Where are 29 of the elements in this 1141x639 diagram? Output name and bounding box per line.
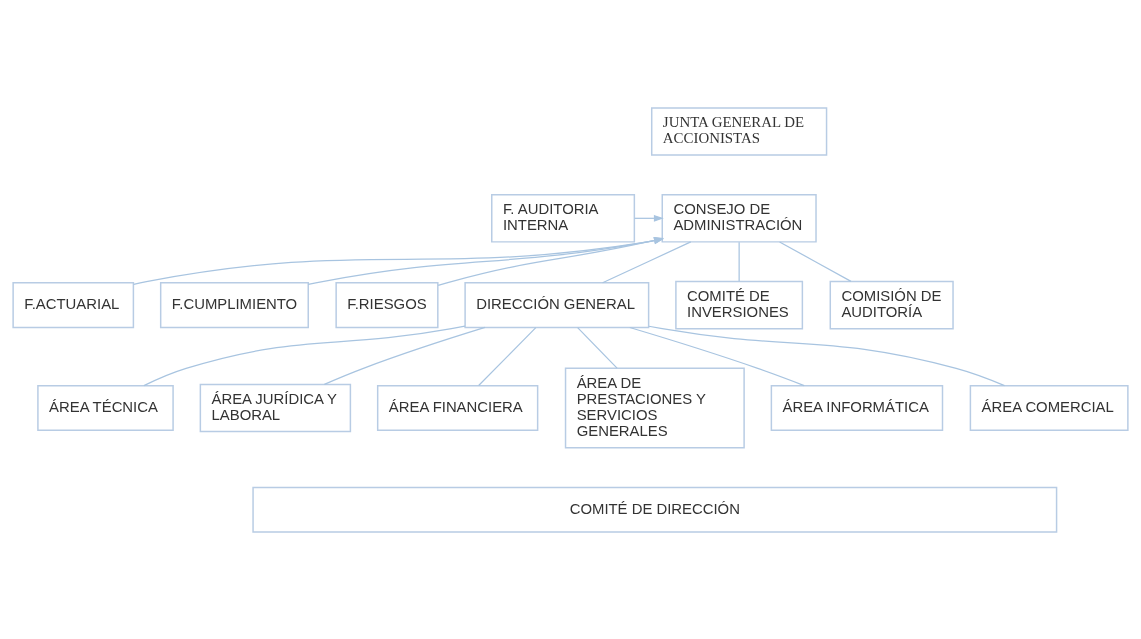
connector	[738, 241, 740, 282]
node-box: DIRECCIÓN GENERAL	[464, 281, 650, 328]
node-box: ÁREA INFORMÁTICA	[770, 384, 944, 431]
node-box: JUNTA GENERAL DE ACCIONISTAS	[650, 106, 828, 156]
node-box: F. AUDITORIA INTERNA	[491, 193, 636, 243]
node-box: COMISIÓN DE AUDITORÍA	[829, 280, 954, 329]
connector	[629, 326, 805, 386]
connector	[323, 326, 486, 385]
node-box: F.CUMPLIMIENTO	[159, 281, 309, 328]
connector	[648, 325, 1006, 386]
node-box: F.RIESGOS	[335, 281, 439, 328]
connector	[602, 240, 692, 283]
connector	[143, 325, 466, 386]
arrow	[133, 236, 665, 285]
connector	[478, 326, 537, 386]
node-box: COMITÉ DE DIRECCIÓN	[252, 486, 1058, 533]
node-box: CONSEJO DE ADMINISTRACIÓN	[661, 193, 817, 243]
connector	[779, 240, 852, 282]
arrow	[634, 214, 664, 222]
node-box: COMITÉ DE INVERSIONES	[675, 280, 804, 329]
node-box: ÁREA JURÍDICA Y LABORAL	[199, 383, 352, 432]
arrow	[307, 236, 664, 285]
connector	[577, 326, 618, 369]
node-box: F.ACTUARIAL	[12, 281, 135, 328]
node-box: ÁREA DE PRESTACIONES Y SERVICIOS GENERALES	[564, 367, 745, 448]
node-box: ÁREA FINANCIERA	[376, 384, 539, 431]
node-box: ÁREA TÉCNICA	[37, 384, 174, 431]
arrow	[437, 236, 664, 286]
node-box: ÁREA COMERCIAL	[969, 384, 1129, 431]
